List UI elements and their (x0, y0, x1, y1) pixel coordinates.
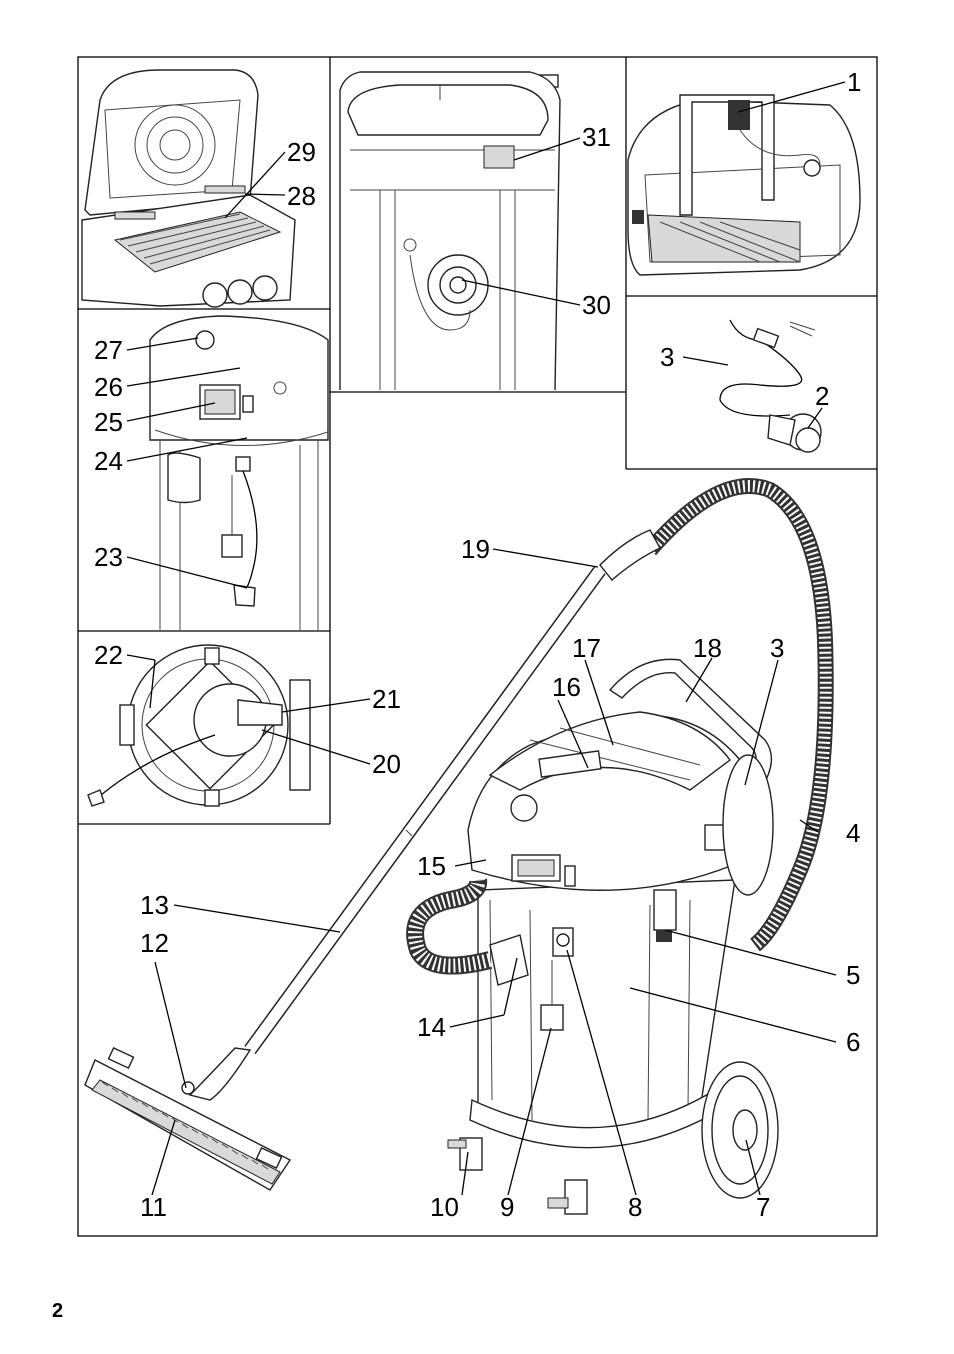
callout-8: 8 (628, 1192, 642, 1222)
callout-labels: 29 28 31 30 1 3 2 27 26 25 24 23 22 21 2… (94, 67, 861, 1222)
callout-20: 20 (372, 749, 401, 779)
callout-13: 13 (140, 890, 169, 920)
outer-frame (77, 56, 878, 1237)
callout-17: 17 (572, 633, 601, 663)
callout-11: 11 (140, 1192, 167, 1222)
callout-31: 31 (582, 122, 611, 152)
panel-power-cable (719, 319, 822, 453)
callout-3: 3 (770, 633, 784, 663)
callout-22: 22 (94, 640, 123, 670)
callout-25: 25 (94, 407, 123, 437)
callout-27: 27 (94, 335, 123, 365)
callout-5: 5 (846, 960, 860, 990)
callout-7: 7 (756, 1192, 770, 1222)
callout-4: 4 (846, 818, 860, 848)
callout-24: 24 (94, 446, 123, 476)
callout-14: 14 (417, 1012, 446, 1042)
callout-16: 16 (552, 672, 581, 702)
panel-cable-hook (627, 94, 861, 276)
callout-1: 1 (847, 67, 861, 97)
callout-19: 19 (461, 534, 490, 564)
callout-23: 23 (94, 542, 123, 572)
callout-6: 6 (846, 1027, 860, 1057)
callout-9: 9 (500, 1192, 514, 1222)
callout-26: 26 (94, 372, 123, 402)
panel-top-view (87, 644, 311, 807)
callout-15: 15 (417, 851, 446, 881)
callout-30: 30 (582, 290, 611, 320)
page-number: 2 (52, 1300, 64, 1322)
callout-3-top: 3 (660, 342, 674, 372)
panel-filter-compartment (81, 69, 296, 308)
callout-2: 2 (815, 381, 829, 411)
callout-18: 18 (693, 633, 722, 663)
panel-control-panel (149, 315, 329, 630)
panel-rear-view (339, 71, 561, 391)
callout-21: 21 (372, 684, 401, 714)
main-vacuum-illustration (84, 478, 834, 1215)
callout-28: 28 (287, 181, 316, 211)
callout-10: 10 (430, 1192, 459, 1222)
leader-lines (126, 81, 846, 1196)
callout-29: 29 (287, 137, 316, 167)
callout-12: 12 (140, 928, 169, 958)
